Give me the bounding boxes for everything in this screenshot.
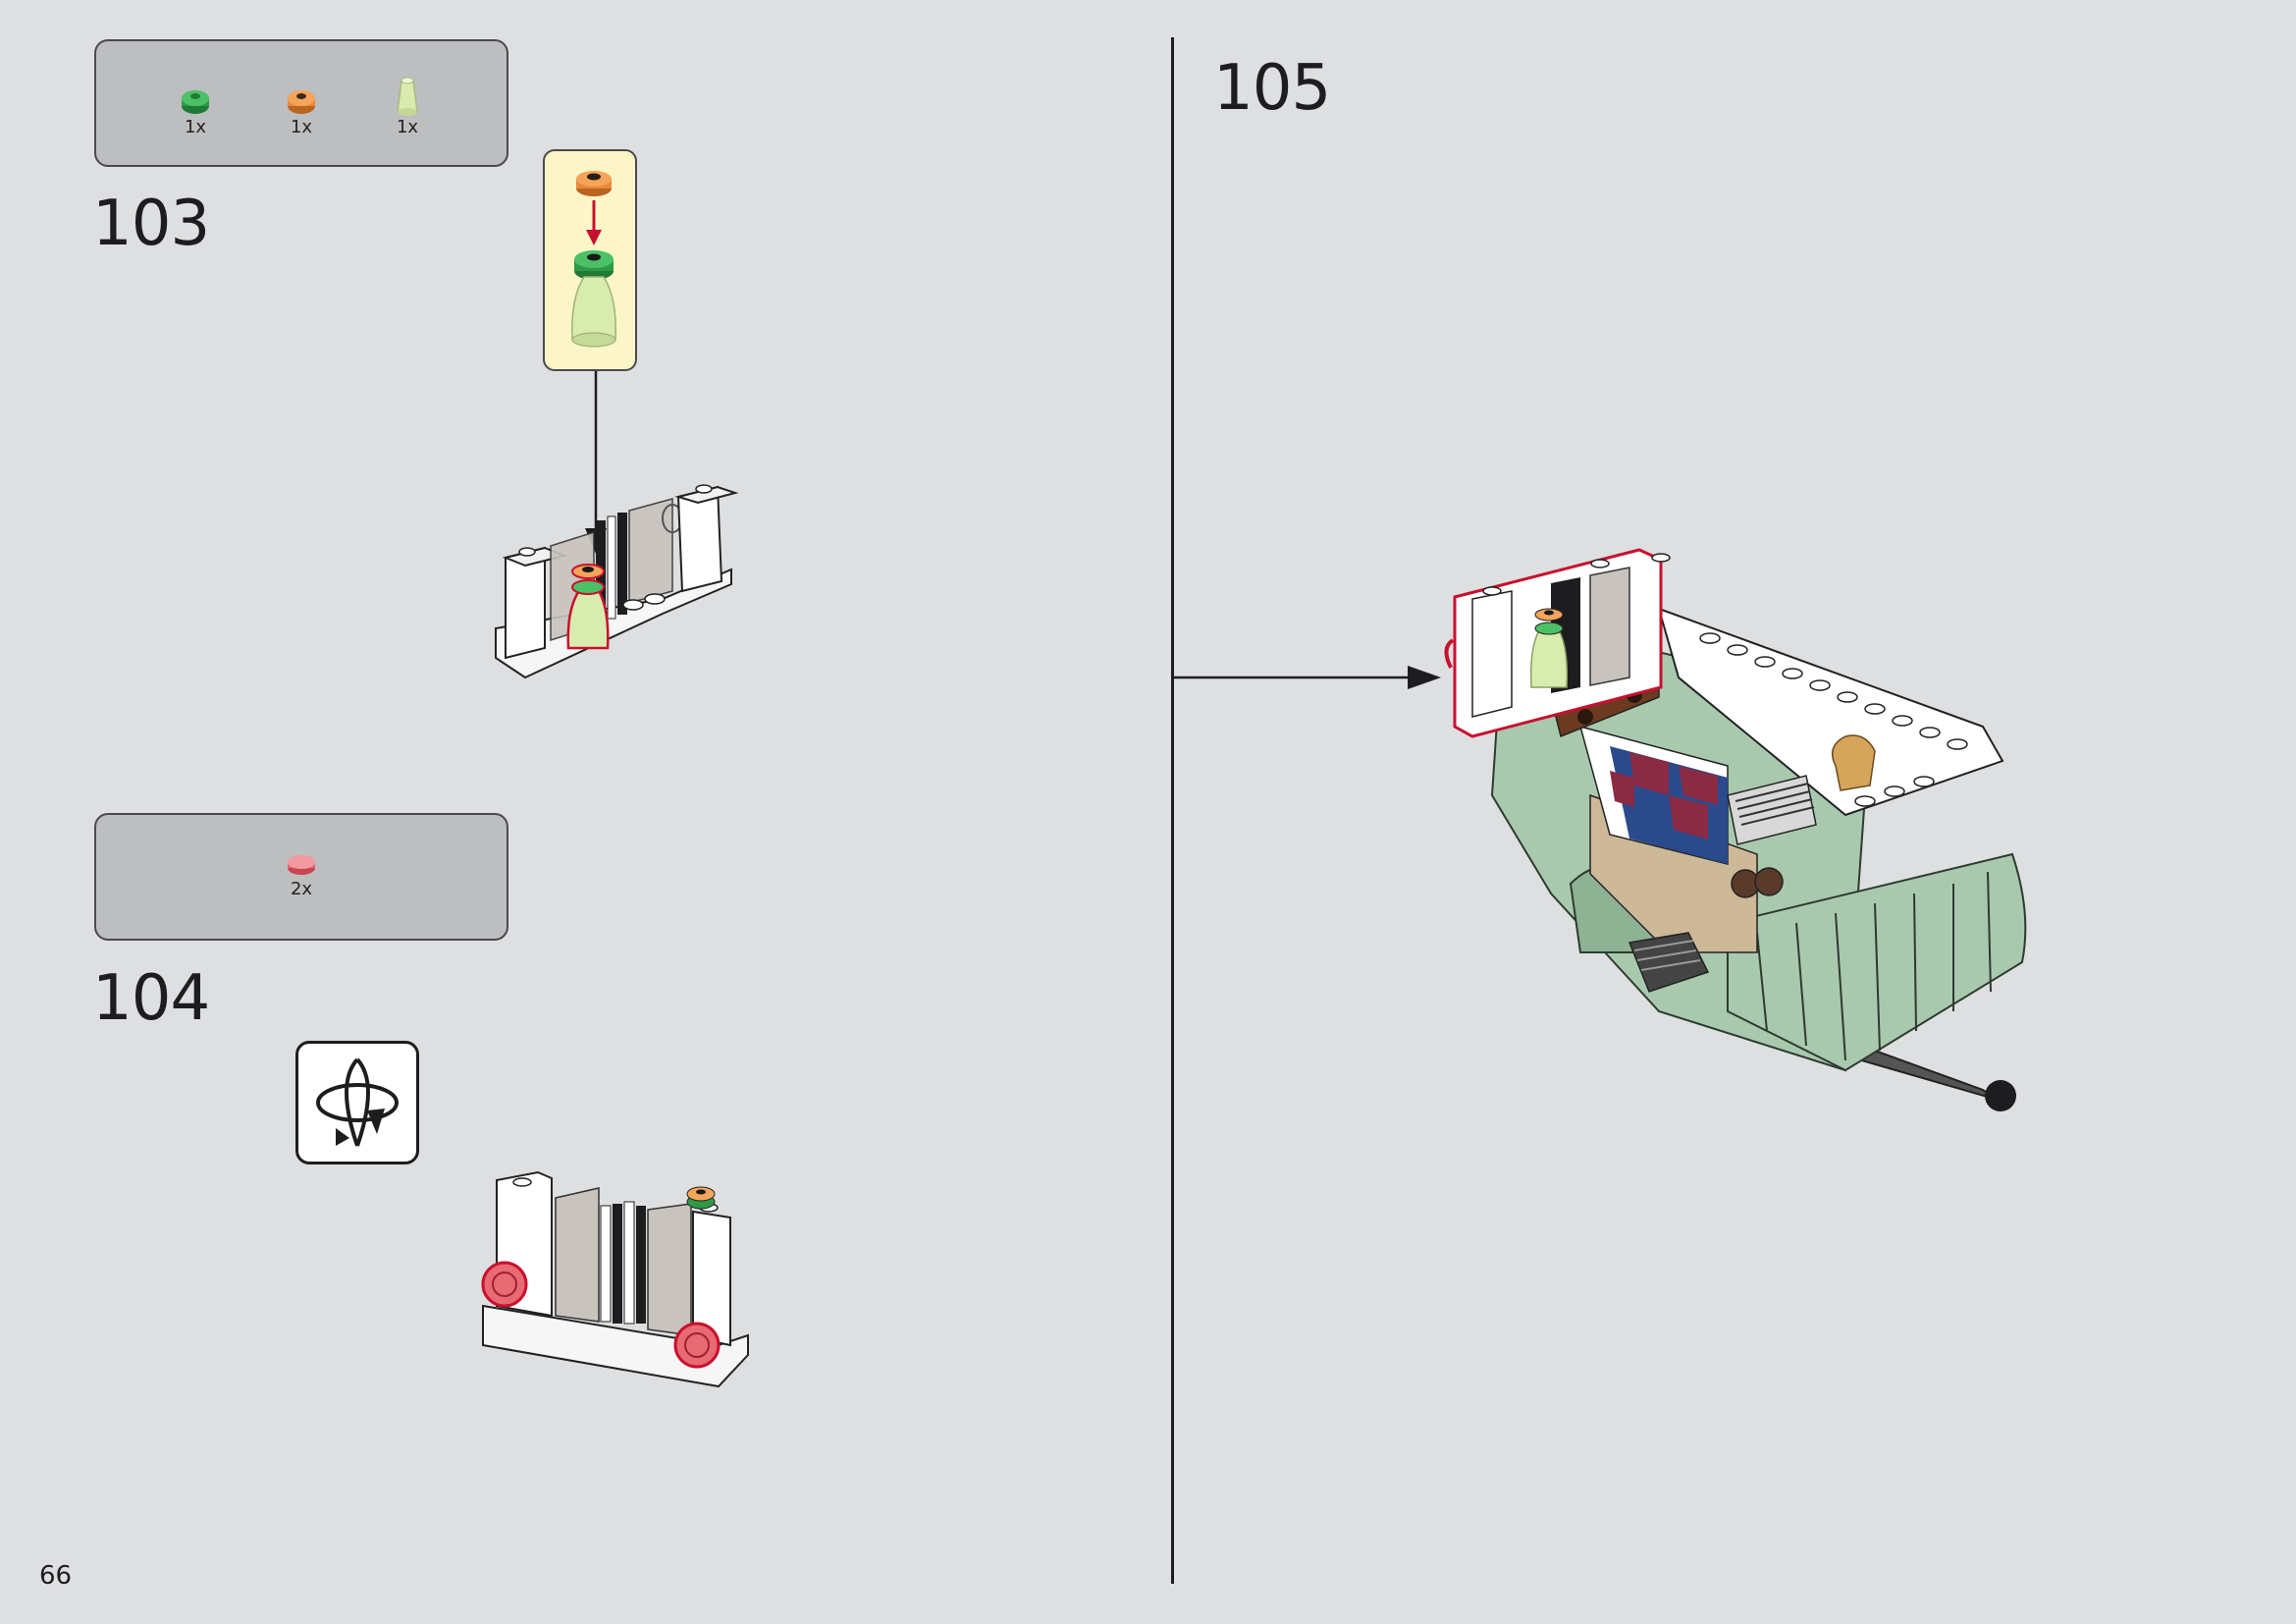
part-qty: 1x xyxy=(290,117,313,137)
part-qty: 2x xyxy=(290,879,313,899)
step-number: 103 xyxy=(92,188,210,260)
red-round-tile-icon xyxy=(288,855,315,875)
rotate-model-button xyxy=(295,1041,419,1164)
page-number: 66 xyxy=(39,1561,73,1591)
subassembly-callout xyxy=(543,149,637,371)
step-number: 105 xyxy=(1213,52,1331,125)
subassembly-illustration xyxy=(571,171,616,348)
step-104-model xyxy=(481,1170,749,1388)
part-green-round-plate: 1x xyxy=(166,82,225,137)
placement-arrow xyxy=(1174,666,1441,689)
lime-cone-icon xyxy=(397,77,418,116)
part-qty: 1x xyxy=(396,117,419,137)
page-divider xyxy=(1171,37,1174,1584)
step-104-parts-box xyxy=(94,813,508,941)
step-number: 104 xyxy=(92,962,210,1035)
green-round-plate-icon xyxy=(182,90,209,114)
step-105-caravan-model xyxy=(1444,548,2027,1111)
rotate-model-icon xyxy=(316,1057,399,1147)
orange-round-plate-icon xyxy=(288,90,315,114)
part-red-transparent-round-tile: 2x xyxy=(272,850,331,899)
part-qty: 1x xyxy=(184,117,207,137)
part-orange-round-plate: 1x xyxy=(272,82,331,137)
step-103-model xyxy=(495,484,739,679)
part-lime-cone: 1x xyxy=(378,71,437,137)
